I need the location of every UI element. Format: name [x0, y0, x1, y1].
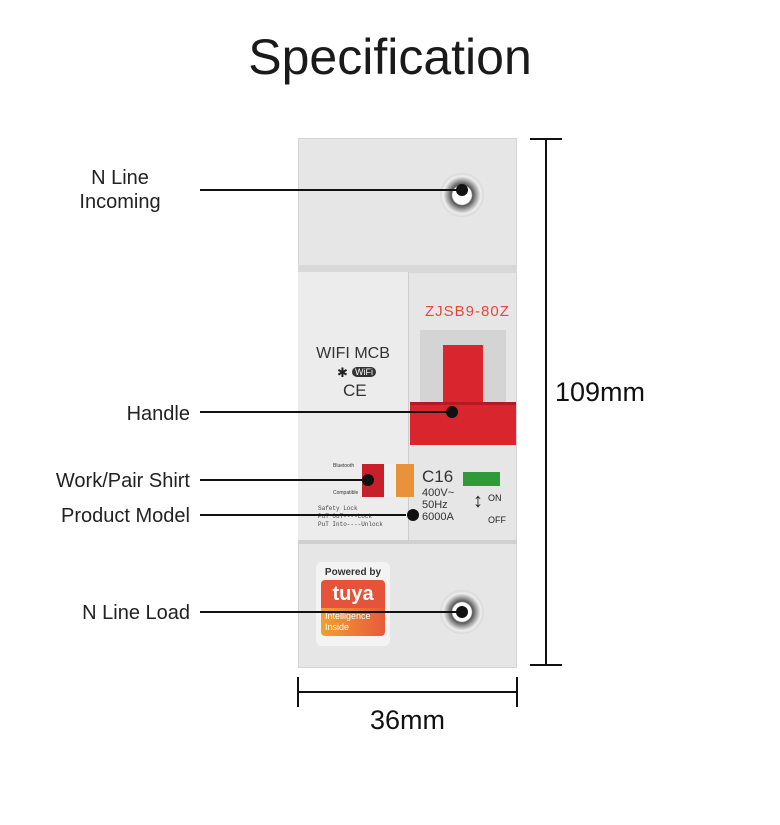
on-label: ON [488, 493, 502, 503]
switch-bottom-label: Compatible [333, 490, 359, 496]
handle-lever[interactable] [443, 345, 483, 405]
rating: C16 [422, 467, 454, 486]
tuya-powered: Powered by [324, 567, 382, 578]
callout-line [200, 611, 462, 613]
dimension-cap [297, 677, 299, 707]
callout-line [200, 189, 462, 191]
tuya-tag-line: Inside [325, 622, 350, 632]
height-dimension: 109mm [555, 377, 646, 407]
label-line: N Line [91, 167, 149, 189]
safety-line: PuT Into----Unlock [318, 521, 383, 528]
safety-line: Safety Lock [318, 505, 358, 512]
model-number: ZJSB9-80Z [425, 303, 510, 320]
safety-line: PuT OuT----Lock [318, 513, 373, 520]
callout-line [200, 479, 368, 481]
ce-mark: CE [343, 381, 367, 400]
label-n-line-load: N Line Load [82, 602, 190, 624]
voltage: 400V~ [422, 487, 455, 499]
switch-top-label: Bluetooth [333, 463, 355, 469]
handle-base[interactable] [410, 402, 516, 445]
label-product-model: Product Model [61, 505, 190, 527]
callout-dot [362, 474, 374, 486]
callout-line [200, 411, 452, 413]
callout-dot [407, 509, 419, 521]
tuya-tag-line: Intelligence [325, 611, 371, 621]
page-title: Specification [248, 29, 532, 85]
device-name: WIFI MCB [316, 345, 390, 362]
width-dimension-line [298, 691, 517, 693]
dimension-cap [516, 677, 518, 707]
width-dimension: 36mm [369, 705, 445, 735]
callout-dot [446, 406, 458, 418]
divider [298, 265, 517, 273]
height-dimension-line [545, 138, 547, 666]
orange-tab [396, 464, 414, 497]
bluetooth-icon: ✱ [337, 365, 348, 380]
on-off-arrow-icon: ↕ [473, 490, 483, 512]
callout-dot [456, 184, 468, 196]
label-handle: Handle [126, 403, 190, 425]
off-label: OFF [488, 515, 506, 525]
callout-line [200, 514, 406, 516]
callout-dot [456, 606, 468, 618]
dimension-cap [530, 138, 562, 140]
label-work-pair: Work/Pair Shirt [55, 470, 190, 492]
status-indicator [463, 472, 500, 486]
divider [298, 540, 517, 544]
frequency: 50Hz [422, 499, 448, 511]
left-panel [298, 272, 409, 540]
label-line: Incoming [79, 191, 161, 213]
switch-gap [384, 464, 396, 497]
breaking-capacity: 6000A [422, 511, 454, 523]
dimension-cap [530, 664, 562, 666]
tuya-logo: tuya [321, 580, 385, 608]
wifi-badge: WiFi [352, 367, 376, 377]
